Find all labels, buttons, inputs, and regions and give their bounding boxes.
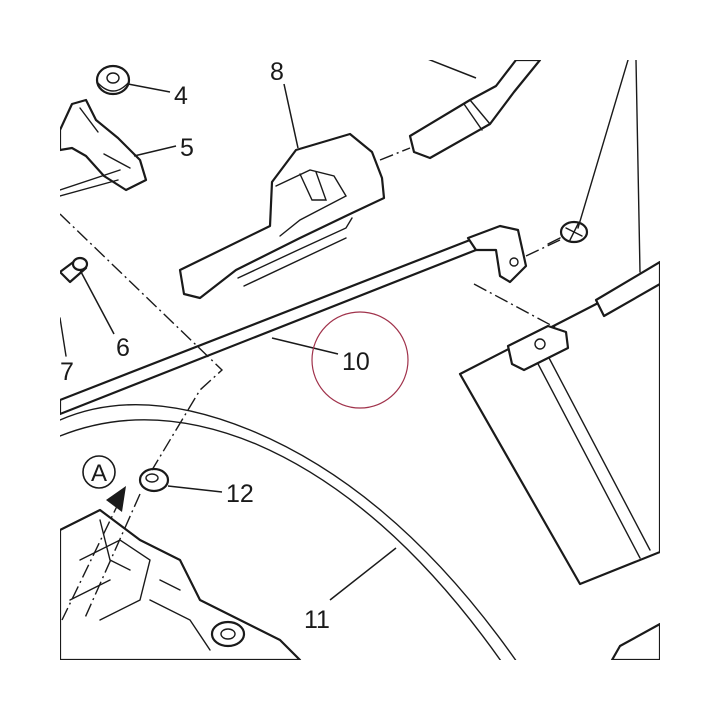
- label-10: 10: [342, 348, 370, 376]
- assembly-line-lower: [83, 493, 141, 621]
- part-8-lever-slot: [299, 171, 327, 201]
- part-8-lever-edge: [275, 169, 347, 237]
- part-7-cable: [60, 317, 67, 357]
- assembly-line-left: [60, 213, 224, 471]
- leader-8: [283, 83, 299, 149]
- label-12: 12: [226, 480, 254, 508]
- part-8-lever-base: [237, 217, 353, 287]
- leader-6: [79, 269, 115, 335]
- cover-box-tab-hole: [534, 338, 546, 350]
- part-10-bracket-hole: [509, 257, 519, 267]
- label-4: 4: [174, 82, 188, 110]
- svg-text:A: A: [91, 460, 107, 487]
- part-8-lever: [178, 132, 386, 300]
- assembly-line-arrow: [61, 499, 121, 621]
- leader-4: [127, 83, 171, 93]
- assembly-line-screw-upper: [525, 239, 561, 257]
- corner-part-bottom-right: [610, 622, 660, 660]
- leader-10: [271, 337, 339, 355]
- highlight-circle-10: [311, 311, 409, 409]
- part-12-washer: [138, 467, 170, 493]
- leader-12: [167, 485, 223, 493]
- label-7: 7: [60, 358, 74, 386]
- cable-end-part-groove: [463, 99, 491, 131]
- part-4-nut: [95, 64, 131, 96]
- part-5-clamp-detail: [60, 107, 131, 197]
- view-a-arrow: [106, 486, 126, 512]
- cable-end-part: [408, 60, 542, 160]
- label-6: 6: [116, 334, 130, 362]
- leader-11: [329, 547, 397, 601]
- guide-line-screw: [577, 60, 629, 229]
- assembly-line-screw: [473, 283, 561, 331]
- cover-box-inner-edge: [535, 355, 651, 559]
- label-8: 8: [270, 58, 284, 86]
- assembly-line-cable: [379, 147, 411, 161]
- part-11-arc-panel: [60, 404, 517, 660]
- part-6-bolt: [60, 256, 89, 284]
- cover-box-top-rail: [594, 260, 660, 318]
- screw-top-right: [547, 220, 589, 245]
- leader-top: [428, 60, 477, 79]
- label-11: 11: [304, 606, 330, 634]
- view-a-marker: A: [82, 455, 116, 489]
- part-5-clamp: [60, 98, 148, 192]
- label-5: 5: [180, 134, 194, 162]
- leader-5: [133, 145, 177, 157]
- part-10-rod-bracket: [466, 224, 528, 284]
- lower-mechanism: [60, 508, 302, 660]
- guide-line-right: [635, 60, 641, 273]
- part-10-rod: [60, 238, 478, 416]
- part-11-arc-panel-inner: [60, 419, 502, 660]
